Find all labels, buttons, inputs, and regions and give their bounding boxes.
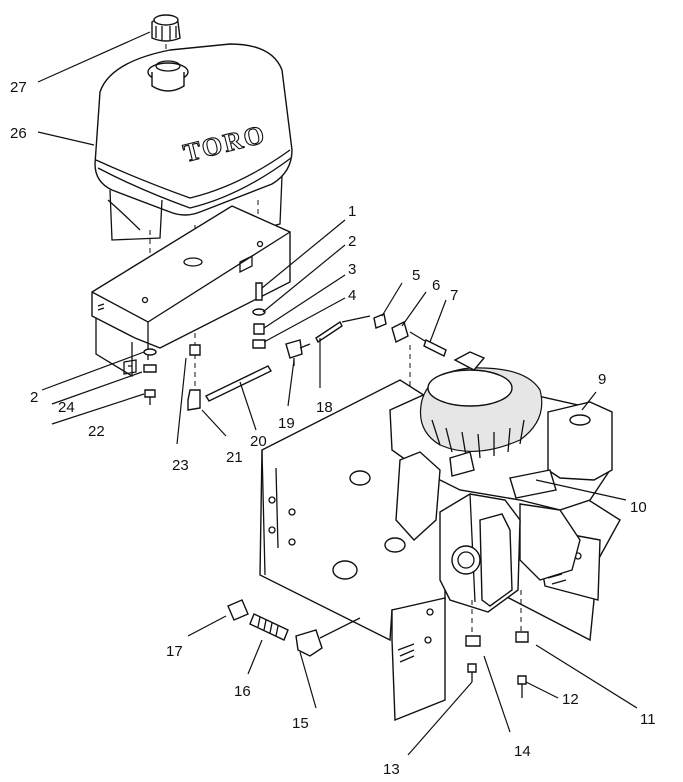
callout-6: 6 [432, 277, 440, 294]
callout-1: 1 [348, 203, 356, 220]
fuel-cap [151, 14, 181, 60]
mount-hardware-right [252, 282, 266, 349]
leader-lines [37, 31, 638, 756]
callouts: 27 26 1 2 3 4 5 6 7 9 10 11 12 13 14 15 … [10, 79, 656, 778]
callout-18: 18 [316, 399, 333, 416]
callout-2-left: 2 [30, 389, 38, 406]
callout-4: 4 [348, 287, 356, 304]
tank-bracket [91, 205, 291, 378]
fuel-line-upper [187, 313, 447, 455]
callout-5: 5 [412, 267, 420, 284]
callout-17: 17 [166, 643, 183, 660]
callout-7: 7 [450, 287, 458, 304]
callout-19: 19 [278, 415, 295, 432]
callout-15: 15 [292, 715, 309, 732]
air-cleaner [439, 493, 522, 640]
callout-20: 20 [250, 433, 267, 450]
fuel-line-lower [227, 599, 361, 657]
callout-24: 24 [58, 399, 75, 416]
callout-10: 10 [630, 499, 647, 516]
mount-hardware-left [123, 348, 157, 405]
callout-21: 21 [226, 449, 243, 466]
callout-11: 11 [640, 711, 656, 728]
callout-22: 22 [88, 423, 105, 440]
callout-2-right: 2 [348, 233, 356, 250]
callout-14: 14 [514, 743, 531, 760]
callout-9: 9 [598, 371, 606, 388]
fuel-tank: TORO [94, 43, 293, 241]
engine [389, 351, 613, 581]
callout-16: 16 [234, 683, 251, 700]
air-cleaner-hardware [465, 631, 529, 698]
callout-27: 27 [10, 79, 27, 96]
callout-23: 23 [172, 457, 189, 474]
callout-26: 26 [10, 125, 27, 142]
callout-12: 12 [562, 691, 579, 708]
callout-13: 13 [383, 761, 400, 778]
callout-3: 3 [348, 261, 356, 278]
